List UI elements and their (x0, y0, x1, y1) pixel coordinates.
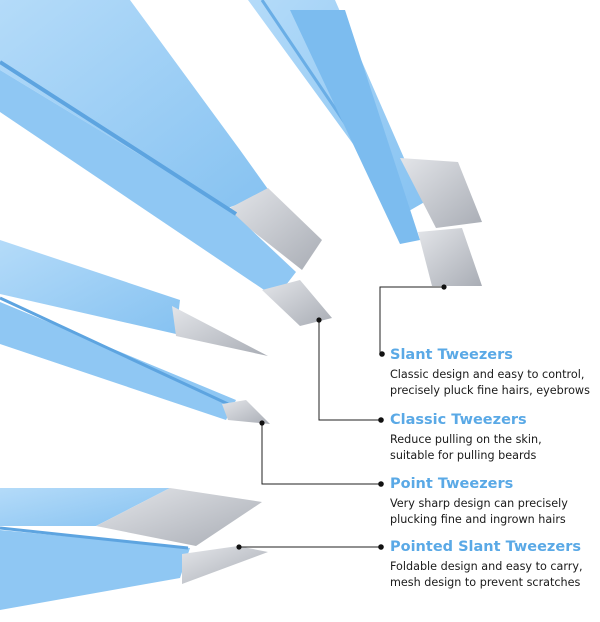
slant-callout-dot-end (379, 351, 385, 357)
slant-tweezers-title: Slant Tweezers (390, 347, 513, 363)
pointed-slant-tweezers-desc-line-1: Foldable design and easy to carry, (390, 560, 583, 573)
pointed-slant-tweezers-image (0, 488, 268, 610)
pointed-slant-tweezers-upper-tip (96, 488, 262, 546)
classic-tweezers-lower-arm (0, 70, 296, 298)
classic-tweezers-edge (0, 60, 238, 216)
slant-tweezers-lower-arm (290, 10, 420, 244)
slant-tweezers-desc-line-2: precisely pluck fine hairs, eyebrows (390, 384, 590, 397)
pointed-slant-tweezers-lower-tip (182, 546, 268, 584)
callout-dots (236, 284, 447, 550)
pointed-slant-tweezers-label: Pointed Slant Tweezers Foldable design a… (390, 538, 600, 591)
pointed-slant-callout-dot-start (236, 544, 242, 550)
slant-tweezers-image (248, 0, 482, 286)
pointed-slant-tweezers-upper-arm (0, 488, 170, 526)
classic-tweezers-lower-tip (262, 280, 332, 326)
pointed-slant-tweezers-description: Foldable design and easy to carry, mesh … (390, 559, 600, 591)
classic-tweezers-image (0, 0, 332, 326)
pointed-slant-callout-dot-end (378, 544, 384, 550)
slant-tweezers-upper-tip (400, 158, 482, 228)
point-tweezers-image (0, 240, 270, 424)
point-callout-line (261, 423, 381, 485)
classic-callout-dot-end (378, 417, 384, 423)
classic-tweezers-upper-tip (226, 188, 322, 270)
classic-callout-line (318, 320, 381, 421)
pointed-slant-tweezers-desc-line-2: mesh design to prevent scratches (390, 576, 581, 589)
classic-tweezers-upper-arm (0, 0, 270, 208)
pointed-slant-tweezers-lower-arm (0, 530, 190, 610)
slant-callout-dot-start (441, 284, 447, 290)
point-tweezers-desc-line-1: Very sharp design can precisely (390, 497, 568, 510)
point-callout-dot-start (259, 420, 265, 426)
point-tweezers-edge (0, 296, 229, 406)
classic-tweezers-title: Classic Tweezers (390, 412, 527, 428)
pointed-slant-tweezers-edge (0, 526, 189, 550)
slant-tweezers-desc-line-1: Classic design and easy to control, (390, 368, 585, 381)
point-tweezers-lower-arm (0, 302, 236, 420)
slant-tweezers-description: Classic design and easy to control, prec… (390, 367, 600, 399)
point-callout-dot-end (378, 481, 384, 487)
classic-tweezers-desc-line-1: Reduce pulling on the skin, (390, 433, 542, 446)
slant-callout-line (379, 286, 444, 355)
slant-tweezers-lower-tip (418, 228, 482, 286)
classic-tweezers-label: Classic Tweezers Reduce pulling on the s… (390, 411, 600, 464)
point-tweezers-label: Point Tweezers Very sharp design can pre… (390, 475, 600, 528)
point-tweezers-upper-tip (172, 306, 268, 356)
pointed-slant-tweezers-title: Pointed Slant Tweezers (390, 539, 581, 555)
point-tweezers-upper-arm (0, 240, 180, 334)
slant-tweezers-label: Slant Tweezers Classic design and easy t… (390, 346, 600, 399)
classic-tweezers-description: Reduce pulling on the skin, suitable for… (390, 432, 600, 464)
classic-tweezers-desc-line-2: suitable for pulling beards (390, 449, 537, 462)
classic-callout-dot-start (316, 317, 322, 323)
point-tweezers-description: Very sharp design can precisely plucking… (390, 496, 600, 528)
point-tweezers-lower-tip (222, 400, 270, 424)
point-tweezers-title: Point Tweezers (390, 476, 514, 492)
point-tweezers-desc-line-2: plucking fine and ingrown hairs (390, 513, 566, 526)
